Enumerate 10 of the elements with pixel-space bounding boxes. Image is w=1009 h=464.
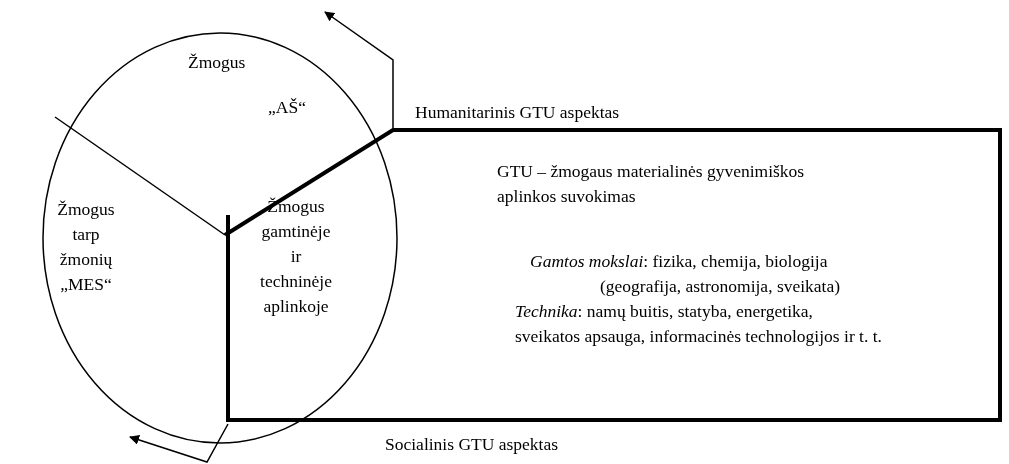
aspect-label: Socialinis GTU aspektas: [385, 433, 559, 456]
arrow: [324, 11, 394, 129]
arrow: [129, 423, 229, 463]
description-text: Gamtos mokslai: fizika, chemija, biologija (geografija, astronomija, sveikata): [529, 250, 842, 298]
aspect-label: Humanitarinis GTU aspektas: [415, 101, 620, 124]
description-text: Technika: namų buitis, statyba, energetika, sveikatos apsauga, informacinės technologijos ir t. t.: [515, 300, 883, 348]
description-text: GTU – žmogaus materialinės gyvenimiškos aplinkos suvokimas: [497, 160, 806, 208]
sector-label: „AŠ“: [268, 96, 307, 119]
sector-label: Žmogus: [188, 51, 247, 74]
sector-label: Žmogus tarp žmonių „MES“: [56, 198, 116, 296]
